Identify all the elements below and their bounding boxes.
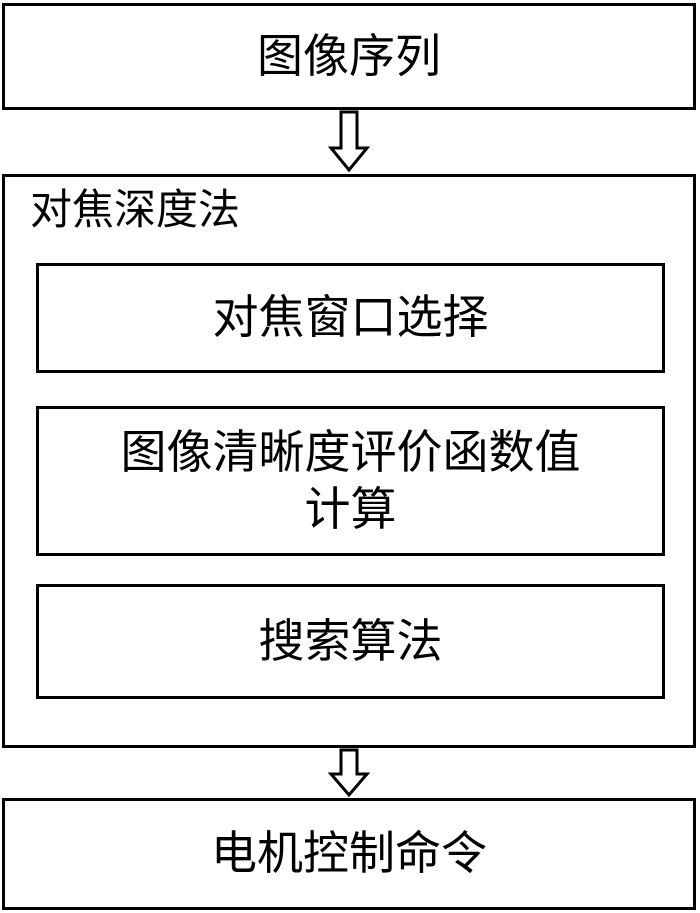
step-label-line-2: 计算: [304, 482, 397, 536]
output-box-label: 电机控制命令: [211, 826, 487, 881]
input-box-label: 图像序列: [257, 28, 441, 83]
output-box: 电机控制命令: [2, 798, 696, 910]
group-title: 对焦深度法: [30, 185, 241, 234]
down-arrow-icon: [327, 110, 371, 173]
step-label-line-1: 图像清晰度评价函数值: [120, 424, 581, 479]
step-box-search-algorithm: 搜索算法: [36, 584, 665, 699]
step-label: 搜索算法: [258, 613, 443, 668]
step-label: 对焦窗口选择: [212, 290, 489, 345]
step-box-focus-window: 对焦窗口选择: [36, 263, 665, 373]
step-box-sharpness-evaluation: 图像清晰度评价函数值 计算: [36, 406, 665, 556]
down-arrow-icon: [327, 748, 371, 798]
input-box: 图像序列: [2, 3, 696, 110]
